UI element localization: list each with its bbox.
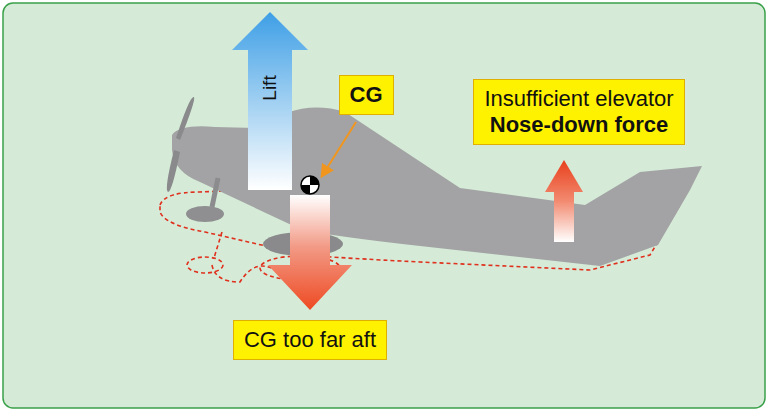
callout-text: CG too far aft — [244, 327, 376, 353]
callout-box: CG too far aft — [233, 320, 387, 360]
cg-leader — [322, 122, 356, 176]
background-panel — [3, 3, 765, 408]
callout-box: Insufficient elevatorNose-down force — [473, 79, 684, 146]
lift-arrow — [232, 12, 308, 190]
force-label: Lift — [259, 75, 281, 100]
cg-symbol — [301, 176, 319, 194]
callout-text: CG — [350, 82, 383, 108]
callout-box: CG — [339, 75, 394, 115]
weight-arrow — [268, 195, 352, 310]
elevator-force-arrow — [545, 160, 583, 242]
callout-text: Nose-down force — [484, 112, 673, 138]
callout-text: Insufficient elevator — [484, 86, 673, 112]
airplane-silhouette — [167, 97, 702, 266]
